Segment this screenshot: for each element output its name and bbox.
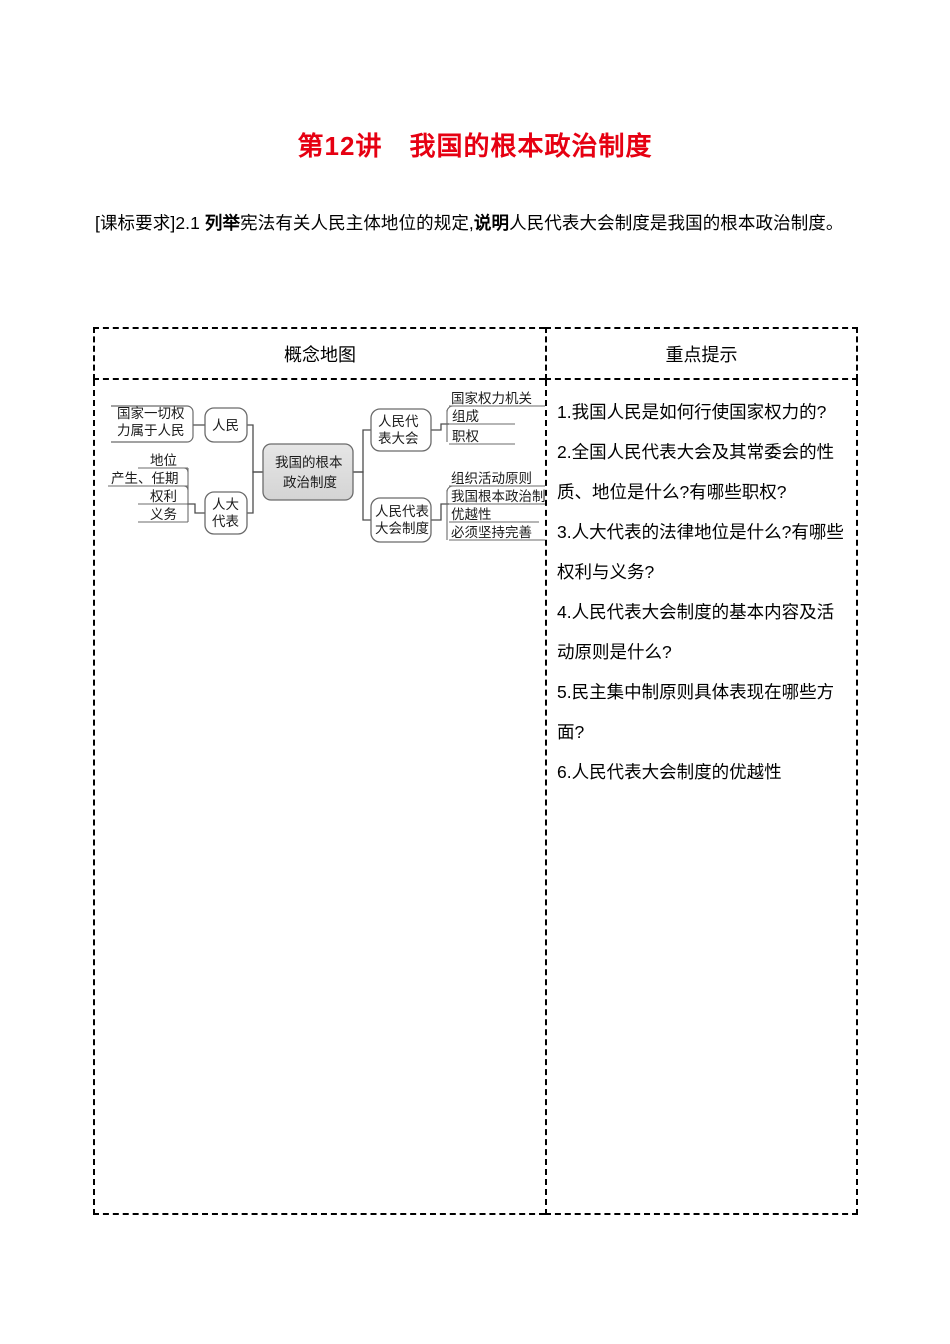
map-node-people: 人民 xyxy=(204,407,248,443)
map-leaf-group-people: 国家一切权 力属于人民 xyxy=(111,405,194,443)
map-leaf-label: 地位 xyxy=(150,453,177,468)
requirement-mid-2: 人民代表大会制度是我国的根本政治制度。 xyxy=(509,213,844,233)
list-item: 3.人大代表的法律地位是什么?有哪些权利与义务? xyxy=(557,522,844,582)
table-header-key-points: 重点提示 xyxy=(545,327,858,380)
map-leaf-group-npc-system: 组织活动原则 我国根本政治制 优越性 必须坚持完善 xyxy=(446,471,545,541)
table-header-concept-map: 概念地图 xyxy=(93,327,545,380)
map-leaf-label: 权利 xyxy=(150,488,177,504)
map-node-label: 人民 xyxy=(212,418,239,433)
map-node-label: 人大 xyxy=(212,497,239,512)
requirement-bold-list: 列举 xyxy=(204,213,241,233)
concept-map-cell: 国家一切权 力属于人民 人民 地位 产生、任期 xyxy=(93,380,545,1215)
map-center-label-line1: 我国的根本 xyxy=(275,455,343,470)
map-leaf-label: 组织活动原则 xyxy=(451,471,532,486)
map-leaf-label: 国家权力机关 xyxy=(451,390,532,406)
map-node-label: 代表 xyxy=(212,514,239,529)
table-header-concept-map-label: 概念地图 xyxy=(284,344,356,365)
requirement-mid-1: 宪法有关人民主体地位的规定, xyxy=(240,213,474,233)
content-table: 概念地图 重点提示 xyxy=(93,327,858,1215)
map-leaf-label: 力属于人民 xyxy=(117,423,185,438)
map-leaf-label: 我国根本政治制 xyxy=(451,489,545,504)
map-leaf-label: 职权 xyxy=(452,428,479,444)
map-leaf-group-deputy: 地位 产生、任期 权利 义务 xyxy=(108,453,189,523)
list-item: 2.全国人民代表大会及其常委会的性质、地位是什么?有哪些职权? xyxy=(557,442,835,502)
map-node-label: 大会制度 xyxy=(375,521,429,536)
map-node-deputy: 人大 代表 xyxy=(204,491,248,535)
map-node-npc-system: 人民代表 大会制度 xyxy=(370,497,432,543)
requirement-prefix: [课标要求]2.1 xyxy=(95,213,205,233)
map-node-label: 表大会 xyxy=(378,431,419,446)
list-item: 4.人民代表大会制度的基本内容及活动原则是什么? xyxy=(557,602,835,662)
map-leaf-label: 组成 xyxy=(452,409,479,424)
table-header-key-points-label: 重点提示 xyxy=(665,344,738,365)
key-points-cell: 1.我国人民是如何行使国家权力的? 2.全国人民代表大会及其常委会的性质、地位是… xyxy=(545,380,858,1215)
map-center-label-line2: 政治制度 xyxy=(283,475,337,490)
map-leaf-label: 义务 xyxy=(150,507,177,522)
curriculum-requirement-paragraph: [课标要求]2.1 列举宪法有关人民主体地位的规定,说明人民代表大会制度是我国的… xyxy=(95,203,855,243)
map-node-label: 人民代 xyxy=(378,414,419,429)
map-node-label: 人民代表 xyxy=(375,504,429,519)
map-node-npc: 人民代 表大会 xyxy=(370,408,432,452)
list-item: 1.我国人民是如何行使国家权力的? xyxy=(557,402,827,422)
map-leaf-label: 产生、任期 xyxy=(111,471,179,486)
table-header-row: 概念地图 重点提示 xyxy=(93,327,858,380)
concept-map-diagram: 国家一切权 力属于人民 人民 地位 产生、任期 xyxy=(95,380,545,580)
list-item: 5.民主集中制原则具体表现在哪些方面? xyxy=(557,682,835,742)
page-title: 第12讲 我国的根本政治制度 xyxy=(297,131,653,161)
map-leaf-group-npc: 国家权力机关 组成 职权 xyxy=(446,390,545,445)
list-item: 6.人民代表大会制度的优越性 xyxy=(557,762,782,782)
map-leaf-label: 优越性 xyxy=(451,507,492,522)
map-center-node: 我国的根本 政治制度 xyxy=(262,443,354,501)
map-leaf-label: 必须坚持完善 xyxy=(451,525,532,540)
requirement-bold-explain: 说明 xyxy=(473,213,510,233)
map-leaf-label: 国家一切权 xyxy=(117,405,185,421)
key-points-list: 1.我国人民是如何行使国家权力的? 2.全国人民代表大会及其常委会的性质、地位是… xyxy=(557,392,848,792)
